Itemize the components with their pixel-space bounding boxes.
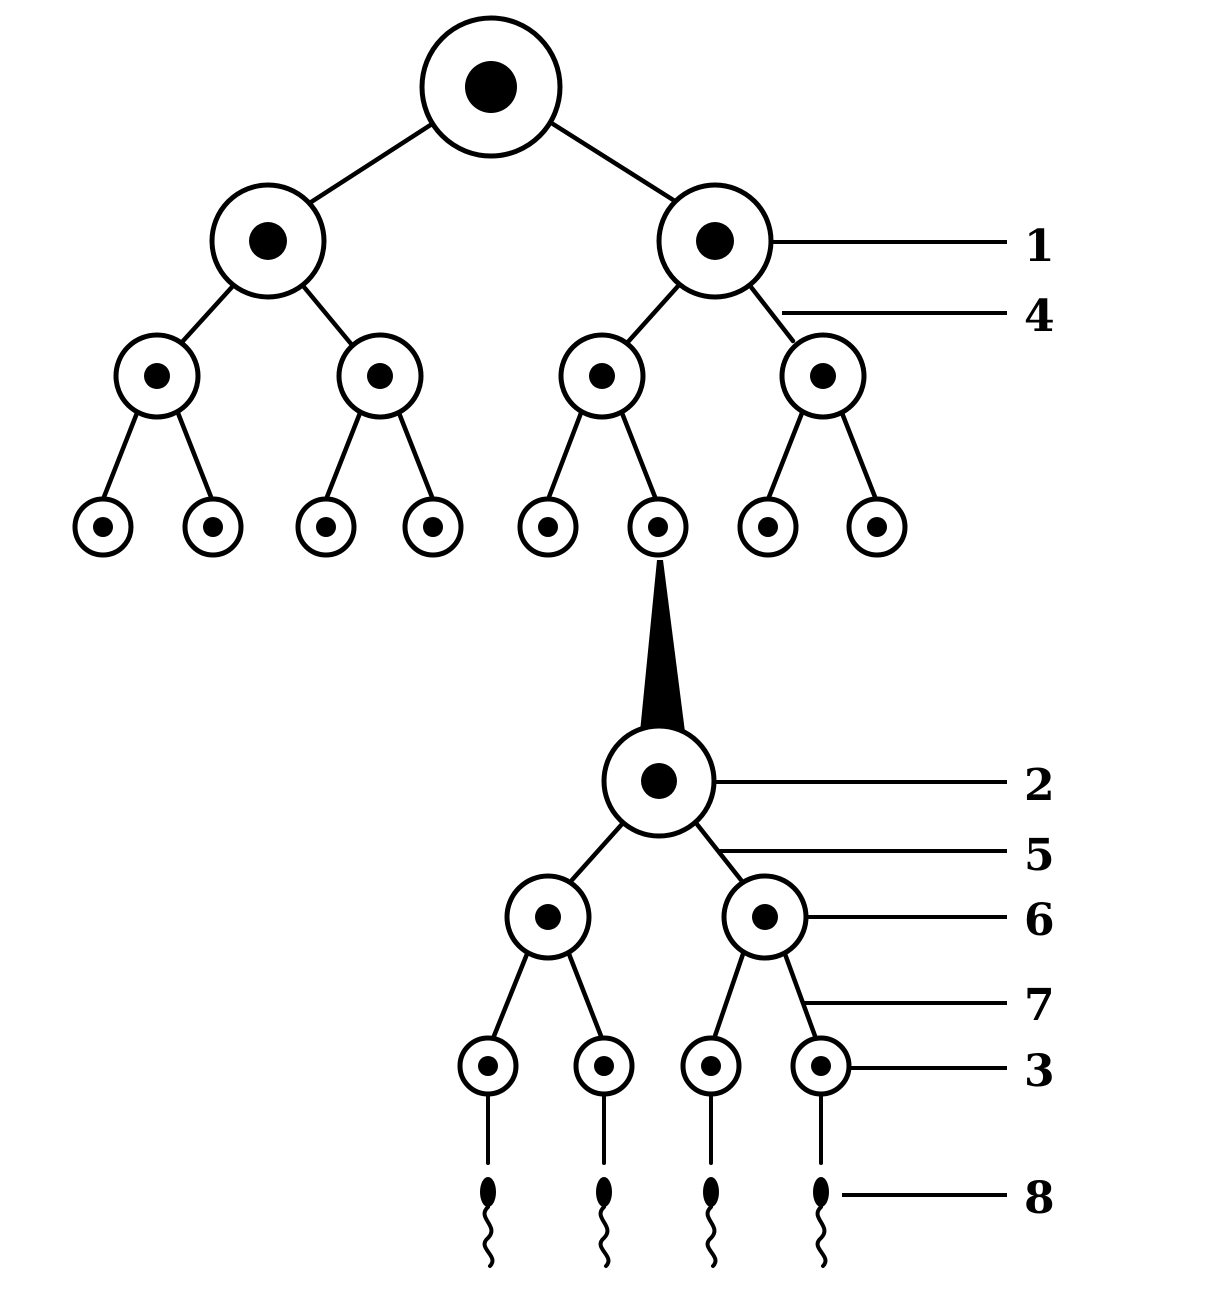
upper-tree-cells: [72, 15, 908, 558]
level1-cell-left: [209, 182, 327, 300]
upper-tree-edges: [101, 121, 878, 500]
magnification-wedge: [640, 560, 685, 732]
level1-cell-right: [656, 182, 774, 300]
sperm-b: [596, 1093, 612, 1268]
edge-l2b-l3d: [396, 410, 435, 500]
edge-l2d-l3h: [839, 410, 878, 500]
spermatid-b: [573, 1035, 635, 1097]
edge-l1b-l2c: [624, 282, 682, 346]
edge-l1b-l2d: [748, 284, 796, 344]
secondary-cell-left: [504, 873, 592, 961]
level3-cell-f: [627, 496, 689, 558]
level3-cell-c: [295, 496, 357, 558]
sperm-d: [813, 1093, 829, 1268]
label-7: 7: [1024, 980, 1055, 1031]
edge-secondary-a-spermatid-b: [566, 951, 604, 1039]
lower-tree-cells: [457, 723, 852, 1097]
edge-l2b-l3c: [324, 410, 363, 500]
spermatozoa: [480, 1093, 829, 1268]
edge-l1a-l2b: [301, 284, 355, 348]
edge-primary-left: [569, 820, 626, 883]
primary-cell: [601, 723, 717, 839]
edge-l2d-l3g: [766, 410, 805, 500]
edge-l2a-l3b: [175, 410, 214, 500]
edge-secondary-b-spermatid-d: [782, 951, 818, 1039]
level2-cell-b: [336, 332, 424, 420]
label-4: 4: [1024, 291, 1055, 342]
labels: 1 4 2 5 6 7 3 8: [1024, 221, 1055, 1224]
sperm-a: [480, 1093, 496, 1268]
level2-cell-d: [779, 332, 867, 420]
level2-cell-a: [113, 332, 201, 420]
edge-root-right: [550, 121, 681, 206]
spermatid-a: [457, 1035, 519, 1097]
label-1: 1: [1024, 221, 1055, 272]
level3-cell-h: [846, 496, 908, 558]
spermatid-d: [790, 1035, 852, 1097]
level3-cell-d: [402, 496, 464, 558]
secondary-cell-right: [721, 873, 809, 961]
edge-secondary-b-spermatid-c: [712, 951, 746, 1039]
edge-secondary-a-spermatid-a: [491, 951, 530, 1039]
label-2: 2: [1024, 760, 1055, 811]
level3-cell-a: [72, 496, 134, 558]
level3-cell-e: [517, 496, 579, 558]
edge-root-left: [302, 121, 435, 209]
edge-l2c-l3e: [546, 410, 584, 500]
leader-lines: [714, 240, 1007, 1197]
level3-cell-b: [182, 496, 244, 558]
level2-cell-c: [558, 332, 646, 420]
label-6: 6: [1024, 895, 1055, 946]
edge-l2a-l3a: [101, 410, 140, 500]
spermatid-c: [680, 1035, 742, 1097]
label-8: 8: [1024, 1173, 1055, 1224]
sperm-c: [703, 1093, 719, 1268]
label-5: 5: [1024, 830, 1055, 881]
edge-l1a-l2a: [180, 284, 235, 344]
root-cell: [419, 15, 563, 159]
edge-l2c-l3f: [619, 410, 658, 500]
label-3: 3: [1024, 1046, 1055, 1097]
level3-cell-g: [737, 496, 799, 558]
